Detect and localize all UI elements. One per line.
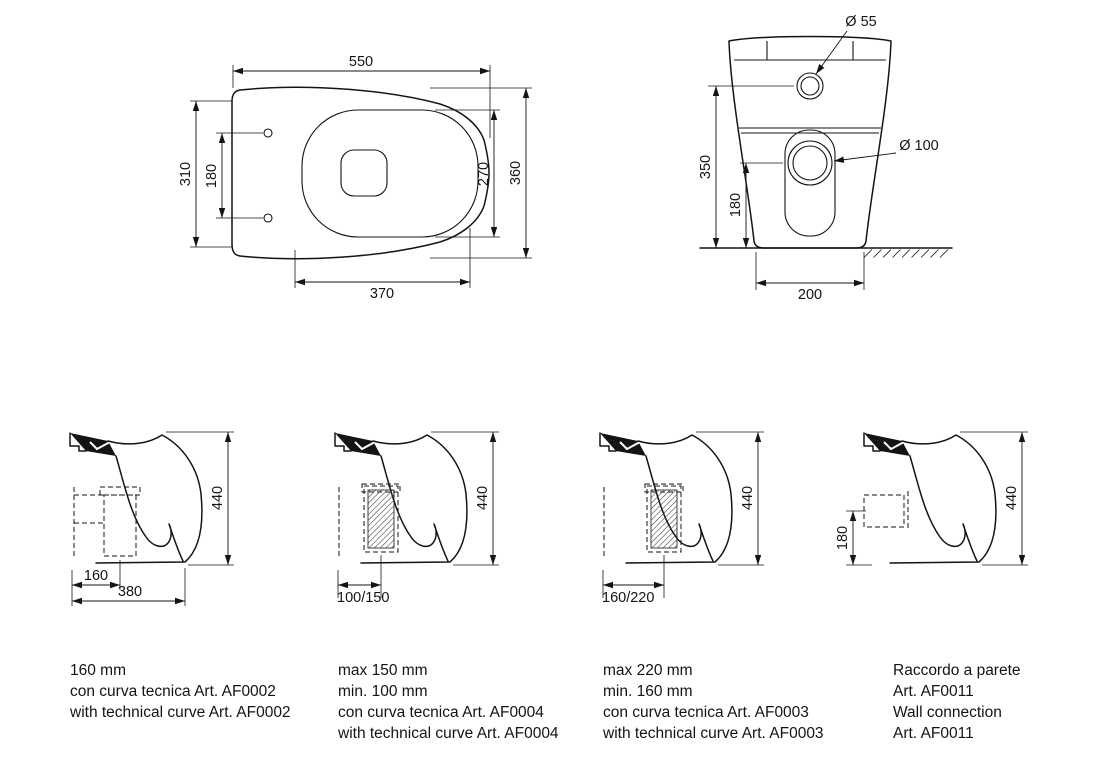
pedestal-slot [784, 129, 836, 237]
caption-line: Raccordo a parete [893, 662, 1021, 679]
profile-3-dim-440: 440 [696, 431, 764, 566]
body-outline [728, 35, 892, 249]
inlet-diameter-label: Ø 55 [845, 14, 876, 30]
caption-line: Wall connection [893, 704, 1002, 721]
profile-3-pipe [603, 483, 684, 558]
caption-line: con curva tecnica Art. AF0004 [338, 704, 544, 721]
leader-inlet: Ø 55 [815, 14, 877, 75]
drain-opening [340, 149, 388, 197]
dim-370: 370 [294, 228, 471, 302]
profile-1-height-label: 440 [210, 486, 226, 510]
caption-line: with technical curve Art. AF0003 [602, 725, 824, 742]
dim-360: 360 [430, 87, 532, 259]
profile-4-dim-a-label: 180 [835, 526, 851, 550]
seat-outline [231, 86, 490, 260]
dim-370-label: 370 [370, 286, 394, 302]
profile-3-caption: max 220 mm min. 160 mm con curva tecnica… [602, 662, 824, 742]
profile-2-pipe [338, 483, 401, 558]
profile-1-dim-b-label: 380 [118, 584, 142, 600]
profile-4-height-label: 440 [1004, 486, 1020, 510]
dim-310-label: 310 [178, 162, 194, 186]
front-view: Ø 55 Ø 100 350 180 200 [698, 14, 953, 303]
caption-line: 160 mm [70, 662, 126, 679]
dim-360-label: 360 [508, 161, 524, 185]
profile-3-dim-a-label: 160/220 [602, 590, 654, 606]
caption-line: con curva tecnica Art. AF0002 [70, 683, 276, 700]
profile-1-dim-a-label: 160 [84, 568, 108, 584]
profile-2-dim-440: 440 [431, 431, 499, 566]
caption-line: max 150 mm [338, 662, 428, 679]
outlet-hole-inner [792, 145, 828, 181]
profile-1-pipe [73, 486, 141, 558]
dim-200: 200 [755, 252, 865, 303]
inlet-hole-inner [800, 76, 820, 96]
profile-4-dim-440: 440 [960, 431, 1028, 566]
dim-270: 270 [435, 109, 500, 238]
caption-line: with technical curve Art. AF0004 [337, 725, 559, 742]
leader-outlet: Ø 100 [833, 138, 939, 163]
dim-350: 350 [698, 85, 794, 248]
outlet-diameter-label: Ø 100 [899, 138, 939, 154]
profile-4-dim-180: 180 [835, 510, 872, 566]
profile-2-height-label: 440 [475, 486, 491, 510]
profile-4: 440 180 Raccordo a parete Art. AF0011 Wa… [835, 431, 1028, 742]
profile-3-height-label: 440 [740, 486, 756, 510]
profile-1-dim-440: 440 [166, 431, 234, 566]
profile-3: 440 160/220 max 220 mm min. 160 mm con c… [599, 431, 824, 742]
top-view: 550 310 180 270 360 [178, 54, 532, 302]
profile-2: 440 100/150 max 150 mm min. 100 mm con c… [334, 431, 559, 742]
dim-180-hinges: 180 [204, 132, 263, 219]
dim-310: 310 [178, 100, 232, 248]
bowl-rim [301, 109, 479, 238]
profile-1-caption: 160 mm con curva tecnica Art. AF0002 wit… [69, 662, 291, 721]
dim-350-label: 350 [698, 155, 714, 179]
profile-2-caption: max 150 mm min. 100 mm con curva tecnica… [337, 662, 559, 742]
caption-line: Art. AF0011 [893, 725, 974, 742]
profile-2-dim-a-label: 100/150 [337, 590, 389, 606]
dim-180-front: 180 [728, 162, 783, 248]
profile-4-pipe [863, 491, 909, 531]
profile-3-dims-bottom: 160/220 [602, 555, 665, 606]
dim-550: 550 [232, 54, 491, 138]
inlet-hole-outer [796, 72, 824, 100]
dim-200-label: 200 [798, 287, 822, 303]
caption-line: min. 160 mm [603, 683, 693, 700]
caption-line: con curva tecnica Art. AF0003 [603, 704, 809, 721]
hinge-hole-bottom [263, 213, 273, 223]
dim-180-label: 180 [204, 164, 220, 188]
caption-line: Art. AF0011 [893, 683, 974, 700]
profile-2-dims-bottom: 100/150 [337, 555, 389, 606]
caption-line: max 220 mm [603, 662, 693, 679]
dim-550-label: 550 [349, 54, 373, 70]
dim-270-label: 270 [476, 162, 492, 186]
profile-1: 440 160 380 160 mm con curva tecnica Art… [69, 431, 291, 721]
profile-4-caption: Raccordo a parete Art. AF0011 Wall conne… [893, 662, 1021, 742]
profile-1-dims-bottom: 160 380 [71, 560, 186, 606]
hinge-hole-top [263, 128, 273, 138]
dim-180-front-label: 180 [728, 193, 744, 217]
ground-line [699, 247, 953, 258]
outlet-hole-outer [787, 140, 833, 186]
caption-line: with technical curve Art. AF0002 [69, 704, 291, 721]
caption-line: min. 100 mm [338, 683, 428, 700]
